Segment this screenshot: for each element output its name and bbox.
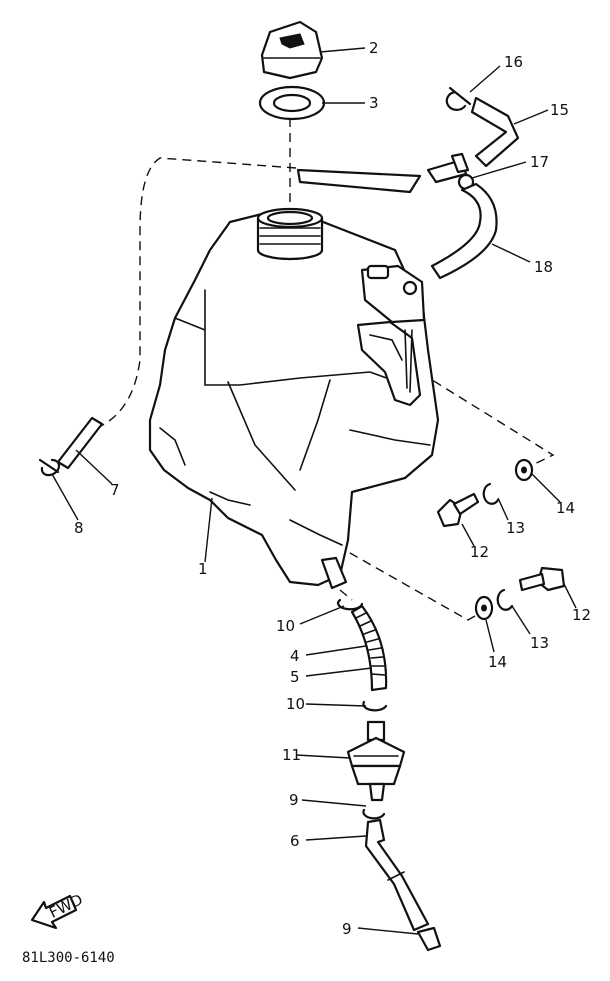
leader-14-lower bbox=[485, 619, 495, 653]
vent-joint bbox=[426, 152, 475, 191]
leader-4 bbox=[305, 645, 367, 656]
leader-8 bbox=[51, 473, 79, 521]
hose-clip-9-upper bbox=[362, 808, 386, 820]
filler-cap bbox=[260, 20, 324, 80]
callout-10-lower: 10 bbox=[286, 695, 305, 713]
leader-12-upper bbox=[461, 523, 475, 547]
leader-13-upper bbox=[497, 497, 509, 521]
leader-18 bbox=[491, 243, 531, 263]
callout-11: 11 bbox=[282, 746, 301, 764]
breather-hose bbox=[56, 416, 104, 470]
upper-bolt-dashed-line bbox=[407, 364, 555, 471]
callout-16: 16 bbox=[504, 53, 523, 71]
fwd-arrow-icon: FWD bbox=[30, 890, 86, 930]
leader-10-upper bbox=[299, 605, 345, 625]
leader-7 bbox=[75, 449, 113, 485]
callout-17: 17 bbox=[530, 153, 549, 171]
callout-6: 6 bbox=[290, 832, 300, 850]
callout-18: 18 bbox=[534, 258, 553, 276]
leader-15 bbox=[513, 109, 549, 125]
callout-1: 1 bbox=[198, 560, 208, 578]
fwd-label: FWD bbox=[46, 890, 85, 922]
leader-9-lower bbox=[357, 927, 419, 935]
fuel-hose-6 bbox=[364, 818, 430, 932]
plain-washer-upper bbox=[514, 458, 534, 482]
vent-hose-dashed-line bbox=[84, 157, 297, 433]
callout-9-lower: 9 bbox=[342, 920, 352, 938]
leader-14-upper bbox=[531, 473, 561, 503]
leader-10-lower bbox=[305, 703, 367, 707]
bolt-lower bbox=[518, 566, 566, 592]
leader-11 bbox=[295, 754, 351, 759]
spring-washer-upper bbox=[482, 482, 500, 505]
bolt-upper bbox=[436, 492, 480, 528]
callout-5: 5 bbox=[290, 668, 300, 686]
outlet-dashed-line bbox=[339, 589, 353, 601]
vent-hose-upper bbox=[296, 168, 422, 194]
fuel-tank bbox=[148, 207, 440, 590]
callout-14-lower: 14 bbox=[488, 653, 507, 671]
callout-9-upper: 9 bbox=[289, 791, 299, 809]
hose-clip-9-lower bbox=[416, 926, 442, 952]
plain-washer-lower bbox=[474, 595, 494, 621]
lower-bolt-dashed-line bbox=[149, 449, 483, 621]
callout-3: 3 bbox=[369, 94, 379, 112]
callout-15: 15 bbox=[550, 101, 569, 119]
leader-16 bbox=[469, 65, 501, 93]
leader-12-lower bbox=[563, 583, 577, 609]
callout-10-upper: 10 bbox=[276, 617, 295, 635]
corrugated-fuel-hose bbox=[350, 604, 388, 692]
callout-4: 4 bbox=[290, 647, 300, 665]
leader-9-upper bbox=[301, 799, 367, 807]
cap-gasket bbox=[258, 85, 326, 121]
callout-12-lower: 12 bbox=[572, 606, 591, 624]
diagram-code: 81L300-6140 bbox=[22, 950, 115, 966]
leader-2 bbox=[319, 47, 366, 53]
callout-12-upper: 12 bbox=[470, 543, 489, 561]
vent-hose-18 bbox=[430, 182, 498, 280]
callout-7: 7 bbox=[110, 481, 120, 499]
callout-13-lower: 13 bbox=[530, 634, 549, 652]
vent-hose-15 bbox=[470, 96, 520, 168]
leader-1 bbox=[204, 497, 213, 563]
breather-hose-clip bbox=[38, 458, 61, 477]
callout-14-upper: 14 bbox=[556, 499, 575, 517]
spring-washer-lower bbox=[496, 588, 514, 611]
callout-8: 8 bbox=[74, 519, 84, 537]
leader-6 bbox=[305, 835, 367, 841]
hose-clip-16 bbox=[445, 86, 472, 111]
leader-13-lower bbox=[511, 605, 531, 635]
fuel-filter bbox=[346, 720, 406, 802]
callout-2: 2 bbox=[369, 39, 379, 57]
leader-5 bbox=[305, 667, 373, 677]
leader-17 bbox=[471, 161, 527, 179]
hose-clip-10-lower bbox=[362, 700, 388, 712]
callout-13-upper: 13 bbox=[506, 519, 525, 537]
